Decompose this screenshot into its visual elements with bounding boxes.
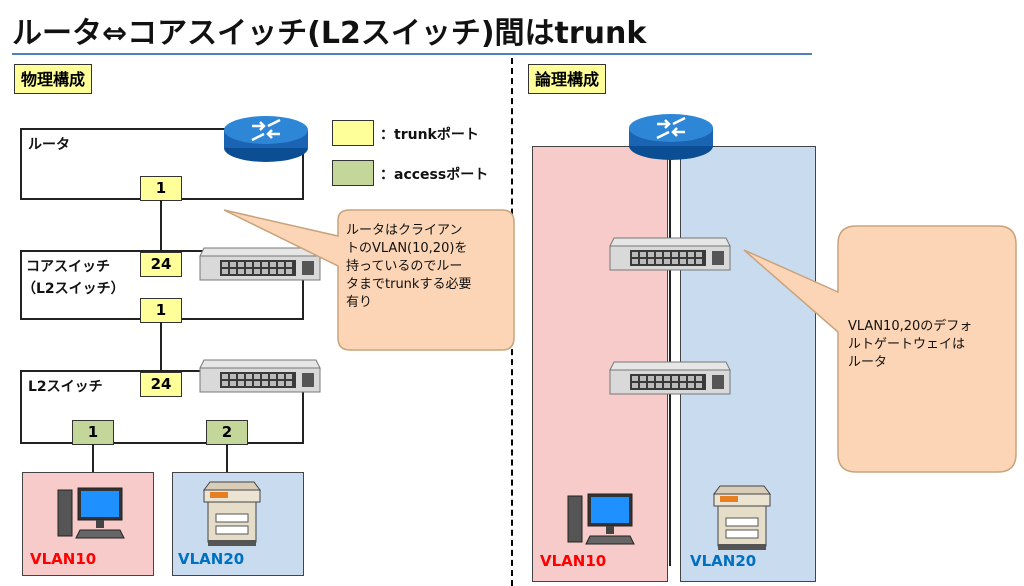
logical-link — [669, 150, 671, 566]
link-access-vlan10 — [92, 444, 94, 494]
switch-icon — [199, 247, 321, 281]
l2-port-2: 2 — [206, 420, 248, 445]
core-port-24: 24 — [140, 252, 182, 277]
printer-icon — [203, 481, 261, 546]
logical-callout-text: VLAN10,20のデフォ ルトゲートウェイは ルータ — [848, 318, 1008, 372]
logical-vlan20-label: VLAN20 — [690, 552, 757, 570]
router-port-1: 1 — [140, 176, 182, 201]
core-switch-sublabel: （L2スイッチ） — [22, 281, 125, 297]
callout-bubble — [223, 209, 515, 351]
callout-line: 持っているのでルー — [346, 259, 463, 274]
link-access-vlan20 — [226, 444, 228, 488]
router-label: ルータ — [28, 137, 70, 153]
legend-trunk-label: ：trunkポート — [380, 127, 479, 143]
switch-icon — [199, 359, 321, 393]
legend-access-label: ：accessポート — [380, 167, 489, 183]
callout-line: ルトゲートウェイは — [848, 337, 966, 352]
switch-icon — [609, 361, 731, 395]
callout-line: ルータ — [848, 355, 888, 370]
pc-icon — [57, 487, 125, 539]
physical-section-label: 物理構成 — [14, 64, 93, 94]
legend-trunk-swatch — [332, 120, 374, 146]
pc-icon — [567, 493, 635, 545]
logical-vlan10-label: VLAN10 — [540, 552, 607, 570]
core-switch-label: コアスイッチ — [26, 259, 110, 275]
link-router-core — [160, 200, 162, 250]
callout-line: タまでtrunkする必要 — [346, 277, 472, 292]
logical-section-label: 論理構成 — [528, 64, 607, 94]
router-icon — [224, 116, 308, 162]
l2-port-1: 1 — [72, 420, 114, 445]
physical-vlan20-label: VLAN20 — [178, 550, 245, 568]
core-port-1: 1 — [140, 298, 182, 323]
link-core-l2 — [160, 322, 162, 372]
legend-access-swatch — [332, 160, 374, 186]
callout-line: VLAN10,20のデフォ — [848, 319, 973, 334]
l2-port-24: 24 — [140, 372, 182, 397]
physical-callout-text: ルータはクライアン トのVLAN(10,20)を 持っているのでルー タまでtr… — [346, 222, 516, 312]
switch-icon — [609, 237, 731, 271]
callout-bubble — [743, 225, 1017, 473]
page-title: ルータ⇔コアスイッチ(L2スイッチ)間はtrunk — [12, 16, 647, 51]
callout-line: トのVLAN(10,20)を — [346, 241, 468, 256]
router-icon — [629, 114, 713, 160]
callout-line: 有り — [346, 295, 373, 310]
callout-line: ルータはクライアン — [346, 223, 463, 238]
title-underline — [12, 53, 812, 55]
printer-icon — [713, 485, 771, 550]
physical-vlan10-label: VLAN10 — [30, 550, 97, 568]
l2-switch-label: L2スイッチ — [28, 379, 103, 395]
